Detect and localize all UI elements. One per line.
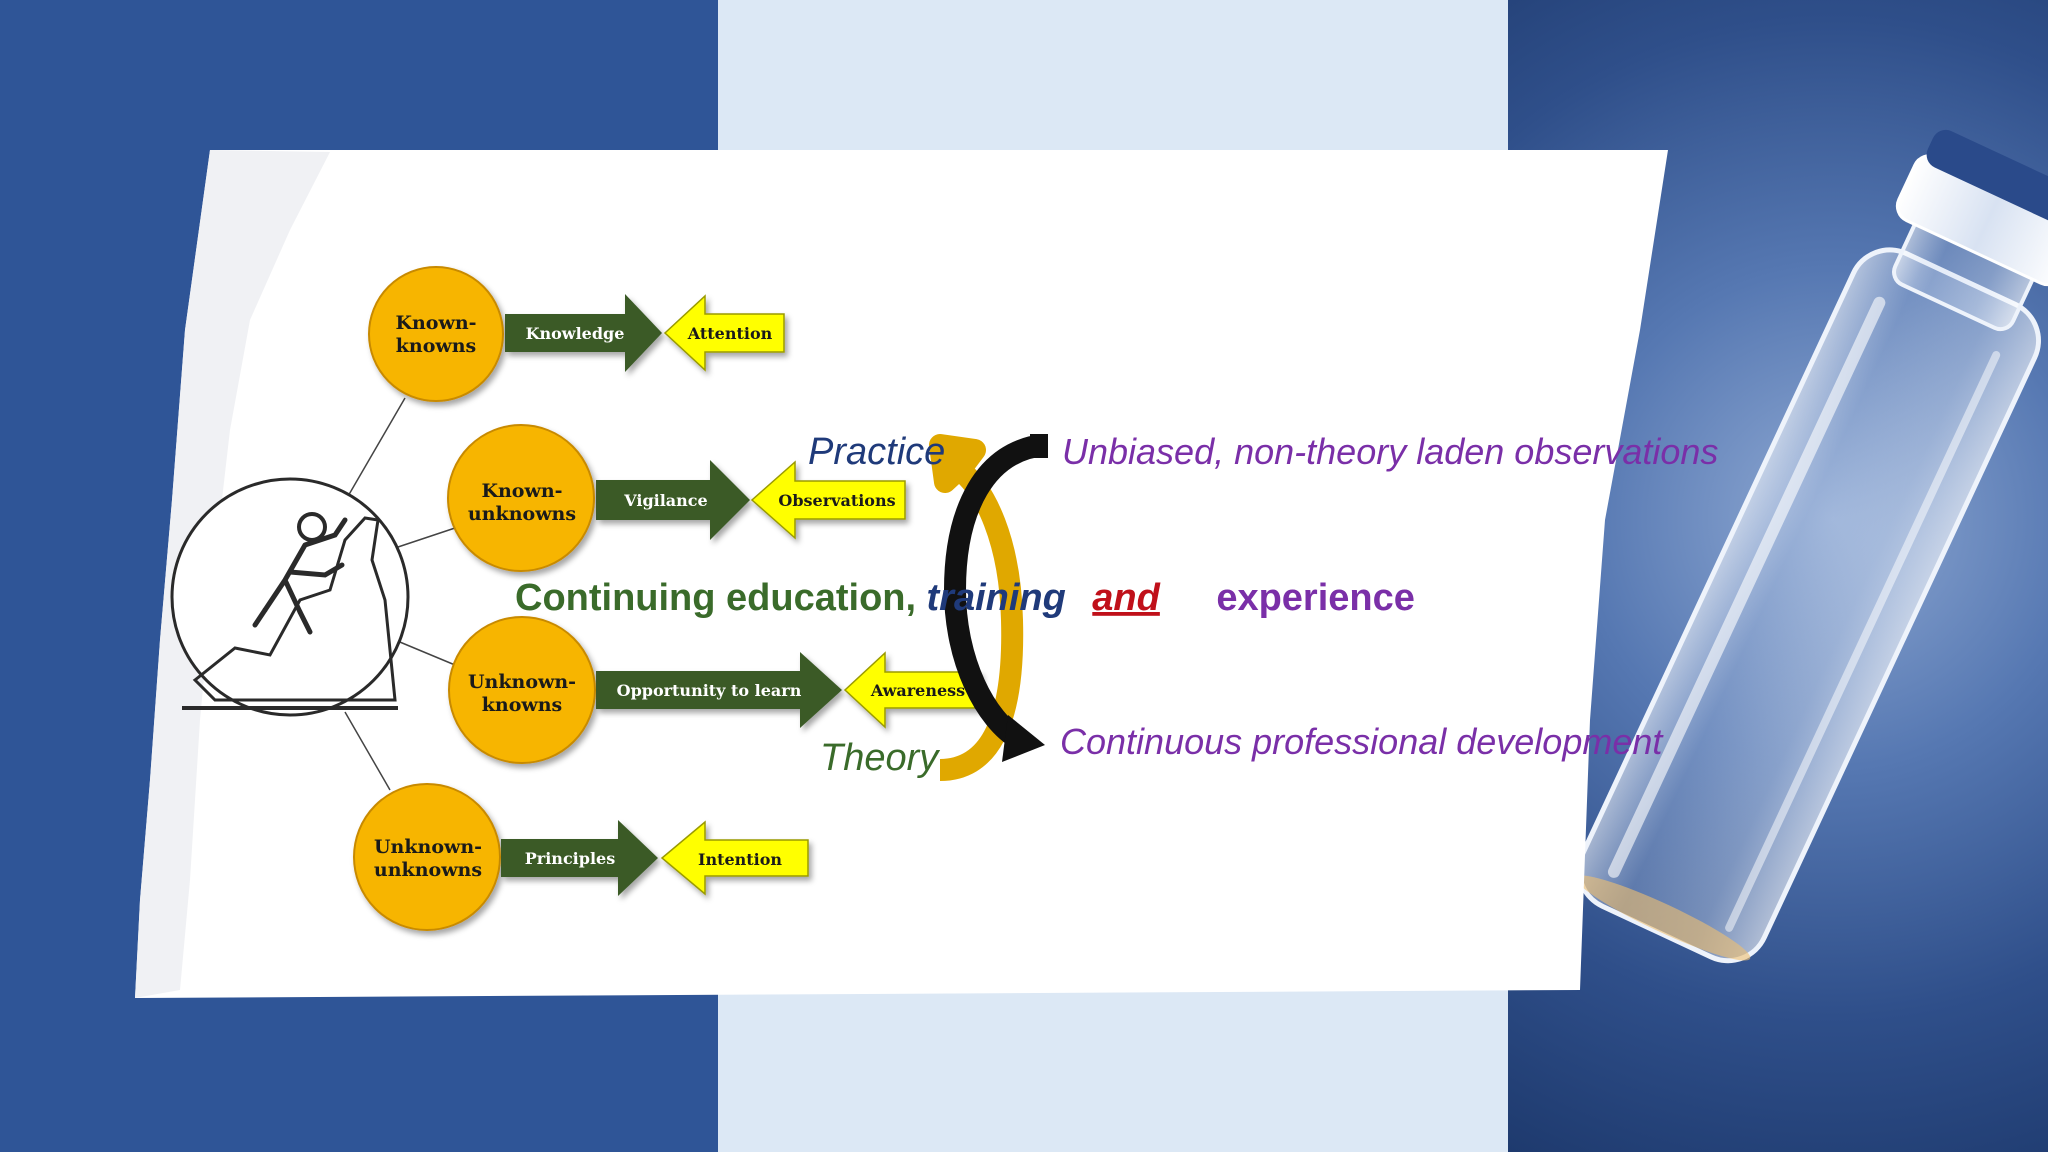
node-label-line2: unknowns — [374, 859, 482, 881]
torn-edge-texture — [135, 150, 330, 998]
node-known-knowns — [368, 266, 504, 402]
cycle-arrows-icon — [929, 434, 1048, 781]
row-unknown-unknowns: Unknown- unknowns Principles Intention — [353, 783, 809, 931]
node-label-line2: unknowns — [468, 503, 576, 525]
arrow-label-intention: Intention — [698, 850, 782, 869]
center-text-training: training — [927, 577, 1066, 619]
arrow-label-knowledge: Knowledge — [526, 324, 625, 343]
arrow-vigilance — [596, 460, 750, 540]
vial-image — [1575, 129, 2048, 964]
node-label-line1: Unknown- — [374, 836, 482, 858]
node-label-line2: knowns — [396, 335, 477, 357]
label-unbiased-observations: Unbiased, non-theory laden observations — [1062, 431, 1718, 472]
arrow-label-principles: Principles — [525, 849, 615, 868]
arrow-knowledge — [505, 294, 662, 372]
label-practice: Practice — [808, 431, 945, 473]
node-label-line1: Known- — [395, 312, 476, 334]
arrow-principles — [501, 820, 658, 896]
arrow-opportunity-to-learn — [596, 652, 842, 728]
arrow-label-opportunity: Opportunity to learn — [617, 681, 802, 700]
arrow-attention — [663, 294, 785, 372]
node-label-line1: Unknown- — [468, 671, 576, 693]
center-text-experience: experience — [1216, 577, 1415, 619]
diagram-card — [135, 150, 1668, 998]
center-text-continuing: Continuing education, — [515, 577, 916, 619]
arrow-label-attention: Attention — [687, 324, 773, 343]
row-unknown-knowns: Unknown- knowns Opportunity to learn Awa… — [448, 616, 981, 764]
node-label-line2: knowns — [482, 694, 563, 716]
arrow-awareness — [843, 651, 981, 729]
node-unknown-unknowns — [353, 783, 501, 931]
arrow-intention — [660, 820, 809, 896]
arrow-label-vigilance: Vigilance — [623, 491, 707, 510]
center-line: Continuing education, training and exper… — [515, 577, 1415, 619]
label-theory: Theory — [820, 737, 940, 779]
node-unknown-knowns — [448, 616, 596, 764]
node-label-line1: Known- — [481, 480, 562, 502]
arrow-label-observations: Observations — [778, 491, 895, 510]
row-known-unknowns: Known- unknowns Vigilance Observations — [447, 424, 906, 572]
center-text-and: and — [1092, 577, 1160, 619]
label-continuous-development: Continuous professional development — [1060, 721, 1664, 762]
row-known-knowns: Known- knowns Knowledge Attention — [368, 266, 785, 402]
arrow-observations — [750, 460, 906, 540]
climber-icon — [170, 477, 410, 717]
arrow-label-awareness: Awareness — [870, 681, 965, 700]
node-known-unknowns — [447, 424, 595, 572]
connector-lines — [339, 397, 456, 791]
